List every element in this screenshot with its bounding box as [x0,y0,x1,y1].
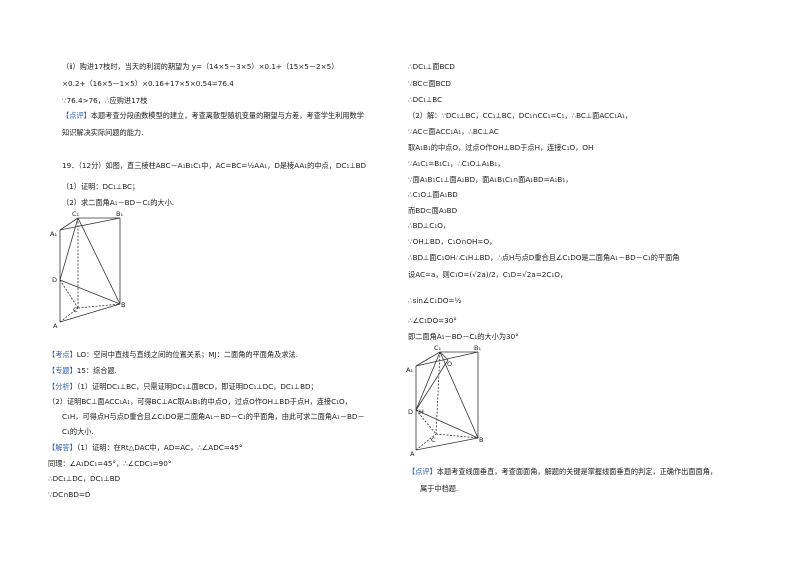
label-B1: B₁ [116,210,123,218]
text-span: 15：综合题. [76,366,117,375]
text-span: 本题考查线面垂直，考查面面角，解题的关键是掌握线面垂直的判定，正确作出面面角， [436,467,718,476]
tag-label: 【解答】 [48,443,77,452]
text-line: （2）解：∵DC₁⊥BC，CC₁⊥BC，DC₁∩CC₁=C₁，∴BC⊥面ACC₁… [408,111,633,120]
text-line: （1）证明：DC₁⊥BC； [62,182,140,191]
text-line: 取A₁B₁的中点O，过点O作OH⊥BD于点H，连接C₁O，OH [408,143,594,152]
label-H: H [419,408,424,416]
text-line: 而BD⊂面A₁BD [408,206,458,215]
text-span: （1）证明DC₁⊥BC，只需证明DC₁⊥面BCD，即证明DC₁⊥DC，DC₁⊥B… [76,382,318,391]
kaodian-line: 【考点】LO：空间中直线与直线之间的位置关系；MJ：二面角的平面角及求法. [48,350,298,359]
text-line: C₁的大小. [62,427,94,436]
label-O: O [447,360,452,368]
label-A1: A₁ [50,230,57,238]
label-C1: C₁ [434,344,442,352]
text-line: ∴∠C₁DO=30° [408,316,457,325]
text-span: LO：空间中直线与直线之间的位置关系；MJ：二面角的平面角及求法. [76,350,299,359]
text-line: ∴DC₁⊥DC，DC₁⊥BD [48,474,121,483]
text-line: ∵OH⊥BD，C₁O∩OH=O， [408,237,497,246]
text-line: （2）求二面角A₁－BD－C₁的大小. [62,198,175,207]
prism-figure-left: C₁ B₁ A₁ D C A B [50,210,125,330]
tag-label: 【专题】 [48,366,77,375]
text-line: ∵AC⊂面ACC₁A₁，∴BC⊥AC [408,127,499,136]
text-line: ∴sin∠C₁DO=½ [408,296,462,305]
text-line: ∵面A₁B₁C₁⊥面A₁BD，面A₁B₁C₁∩面A₁BD=A₁B₁， [408,175,573,184]
text-line: ∵BC⊂面BCD [408,79,451,88]
dianping-line: 【点评】本题考查线面垂直，考查面面角，解题的关键是掌握线面垂直的判定，正确作出面… [408,467,717,476]
text-line: ∵A₁C₁=B₁C₁，∴C₁O⊥A₁B₁， [408,159,505,168]
text-line: ∵76.4>76，∴应购进17枝 [62,96,148,105]
text-span: （1）证明：在Rt△DAC中，AD=AC，∴∠ADC=45° [76,443,243,452]
fenxi-line: 【分析】（1）证明DC₁⊥BC，只需证明DC₁⊥面BCD，即证明DC₁⊥DC，D… [48,382,318,391]
text-line: 设AC=a，则C₁O=(√2a)/2，C₁D=√2a=2C₁O， [408,270,568,279]
text-line: ∴DC₁⊥BC [408,95,443,104]
text-line: （2）证明BC⊥面ACC₁A₁，可得BC⊥AC取A₁B₁的中点O，过点O作OH⊥… [48,397,352,406]
text-line: C₁H，可得点H与点D重合且∠C₁DO是二面角A₁－BD－C₁的平面角，由此可求… [62,412,365,421]
prism-figure-right: C₁ B₁ A₁ O H D C A B [406,344,483,457]
label-C1: C₁ [72,210,80,218]
text-line: ∴BD⊥面C₁OH∴C₁H⊥BD，∴点H与点D重合且∠C₁DO是二面角A₁－BD… [408,253,680,262]
tag-label: 【点评】 [408,467,437,476]
label-A: A [410,450,415,457]
text-line: ∴BD⊥C₁O， [408,221,451,230]
text-span: 本题考查分段函数模型的建立，考查离散型随机变量的期望与方差，考查学生利用数学 [90,111,364,120]
label-A: A [53,322,58,330]
text-line: ∴C₁O⊥面A₁BD [408,190,458,199]
label-B: B [479,436,483,444]
text-line: ∴DC₁⊥面BCD [408,62,455,71]
tag-label: 【点评】 [62,111,91,120]
text-line: ∵DC∩BD=D [48,490,91,499]
text-line: 即二面角A₁－BD－C₁的大小为30° [408,332,519,341]
label-C: C [73,306,78,314]
label-D: D [52,276,57,284]
label-B1: B₁ [474,344,481,352]
comment-line: 【点评】本题考查分段函数模型的建立，考查离散型随机变量的期望与方差，考查学生利用… [62,111,364,120]
question-title: 19．（12分）如图，直三棱柱ABC－A₁B₁C₁中，AC=BC=½AA₁，D是… [62,161,367,170]
text-line: 属于中档题. [420,484,459,493]
text-line: ×0.2+（16×5－1×5）×0.16+17×5×0.54=76.4 [62,79,234,88]
tag-label: 【考点】 [48,350,77,359]
tag-label: 【分析】 [48,382,77,391]
text-line: 知识解决实际问题的能力. [62,128,144,137]
label-C: C [431,436,436,444]
label-A1: A₁ [406,366,413,374]
text-line: 同理：∠A₁DC₁=45°，∴∠CDC₁=90° [48,459,172,468]
label-D: D [408,408,413,416]
jieda-line: 【解答】（1）证明：在Rt△DAC中，AD=AC，∴∠ADC=45° [48,443,243,452]
label-B: B [121,301,125,309]
zhuanti-line: 【专题】15：综合题. [48,366,117,375]
text-line: （ⅱ）购进17枝时，当天的利润的期望为 y=（14×5－3×5）×0.1+（15… [62,62,339,71]
